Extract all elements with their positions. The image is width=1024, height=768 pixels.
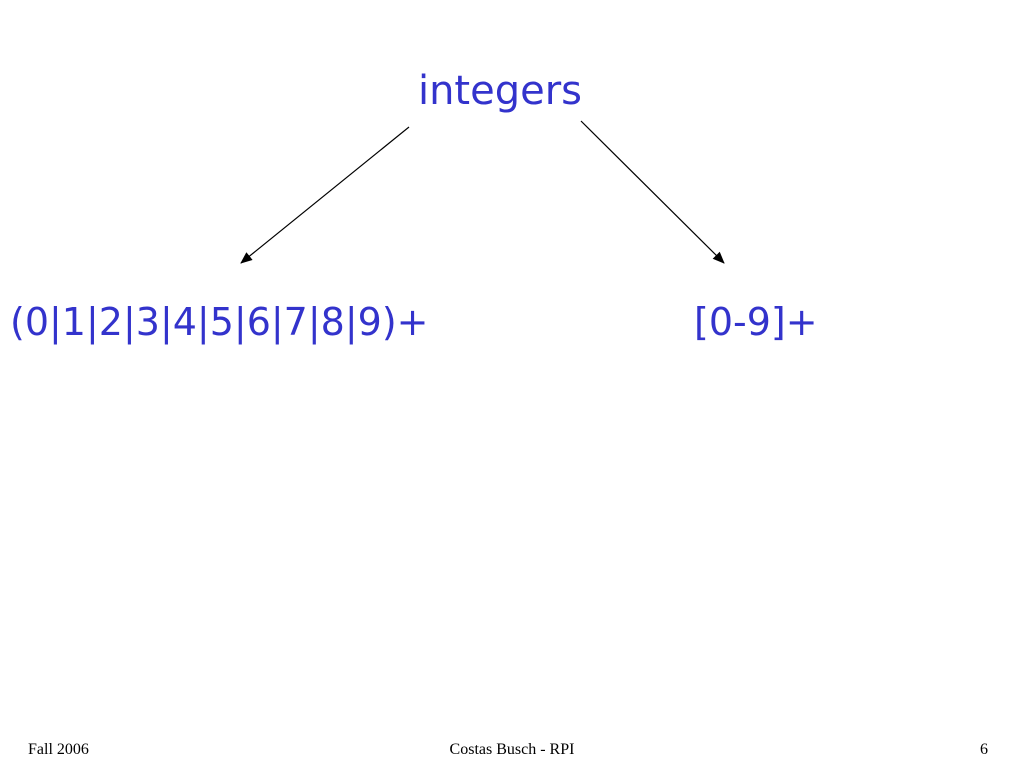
edge-root-to-right <box>580 120 725 264</box>
node-root: integers <box>0 68 1000 114</box>
footer-page-number: 6 <box>980 741 988 758</box>
node-left-label: (0|1|2|3|4|5|6|7|8|9)+ <box>10 300 429 344</box>
node-right-label: [0-9]+ <box>694 300 818 344</box>
node-root-label: integers <box>417 68 583 114</box>
footer-author: Costas Busch - RPI <box>449 741 575 758</box>
edge-root-to-left <box>240 126 410 264</box>
footer-date: Fall 2006 <box>28 741 89 758</box>
